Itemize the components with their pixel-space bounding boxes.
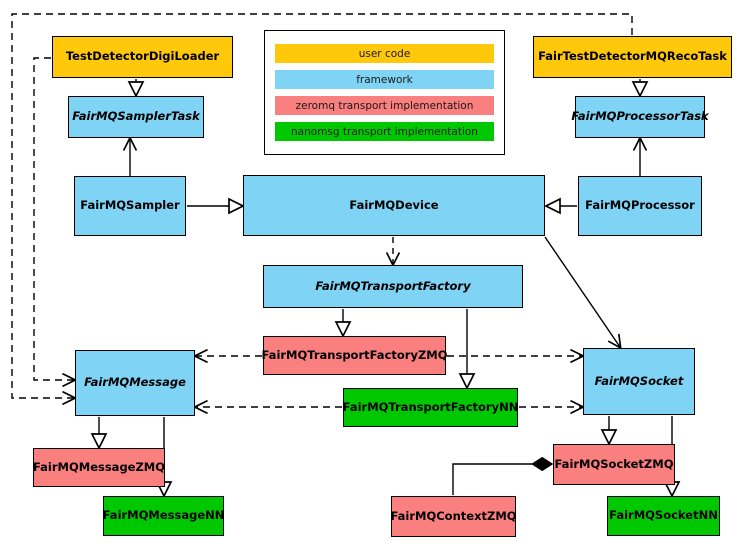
class-label: FairMQDevice <box>349 197 439 212</box>
class-label: FairMQSocketNN <box>609 508 718 523</box>
class-node-fairtestdetectormqrecotask[interactable]: FairTestDetectorMQRecoTask <box>533 36 732 78</box>
class-label: FairMQProcessor <box>585 198 695 213</box>
class-label: FairMQTransportFactoryNN <box>342 399 519 414</box>
legend: user code framework zeromq transport imp… <box>264 30 505 155</box>
class-label: FairMQTransportFactory <box>315 278 471 293</box>
class-node-fairmqsocketzmq[interactable]: FairMQSocketZMQ <box>553 444 675 485</box>
class-label: FairMQSocket <box>594 373 684 388</box>
class-node-fairmqtransportfactorynn[interactable]: FairMQTransportFactoryNN <box>343 388 518 427</box>
legend-label: framework <box>356 73 413 86</box>
edge-socketzmq-contextzmq <box>452 456 554 495</box>
edge-recotask-message <box>11 13 633 398</box>
class-label: FairMQMessageNN <box>102 508 225 523</box>
class-label: FairMQSocketZMQ <box>554 456 674 471</box>
class-node-fairmqprocessortask[interactable]: FairMQProcessorTask <box>571 96 709 138</box>
class-label: FairMQMessage <box>84 375 186 390</box>
legend-item-user-code: user code <box>275 44 494 63</box>
class-label: FairMQSampler <box>80 198 180 213</box>
legend-label: nanomsg transport implementation <box>291 125 478 138</box>
class-label: FairTestDetectorMQRecoTask <box>538 49 727 64</box>
edge-device-socket <box>544 236 620 347</box>
class-node-fairmqsampler[interactable]: FairMQSampler <box>74 176 186 236</box>
class-label: FairMQMessageZMQ <box>32 459 166 474</box>
class-label: FairMQTransportFactoryZMQ <box>261 347 448 362</box>
class-node-fairmqsamplertask[interactable]: FairMQSamplerTask <box>68 96 204 138</box>
legend-item-framework: framework <box>275 70 494 89</box>
legend-item-nanomsg: nanomsg transport implementation <box>275 122 494 141</box>
class-node-fairmqdevice[interactable]: FairMQDevice <box>243 175 545 236</box>
class-node-fairmqtransportfactory[interactable]: FairMQTransportFactory <box>263 265 523 308</box>
class-node-testdetectordigiloader[interactable]: TestDetectorDigiLoader <box>52 36 233 78</box>
class-node-fairmqmessagezmq[interactable]: FairMQMessageZMQ <box>33 448 165 487</box>
class-node-fairmqmessage[interactable]: FairMQMessage <box>75 350 195 416</box>
class-label: FairMQSamplerTask <box>72 109 200 124</box>
class-node-fairmqsocketnn[interactable]: FairMQSocketNN <box>607 496 720 536</box>
class-node-fairmqprocessor[interactable]: FairMQProcessor <box>578 176 702 236</box>
class-node-fairmqtransportfactoryzmq[interactable]: FairMQTransportFactoryZMQ <box>261 336 448 375</box>
class-label: TestDetectorDigiLoader <box>65 49 220 64</box>
legend-label: user code <box>358 47 411 60</box>
class-node-fairmqsocket[interactable]: FairMQSocket <box>583 348 695 415</box>
legend-label: zeromq transport implementation <box>295 99 474 112</box>
class-node-fairmqmessagenn[interactable]: FairMQMessageNN <box>103 496 224 536</box>
class-node-fairmqcontextzmq[interactable]: FairMQContextZMQ <box>390 496 517 537</box>
legend-item-zeromq: zeromq transport implementation <box>275 96 494 115</box>
class-label: FairMQContextZMQ <box>390 508 517 523</box>
class-label: FairMQProcessorTask <box>571 109 709 124</box>
